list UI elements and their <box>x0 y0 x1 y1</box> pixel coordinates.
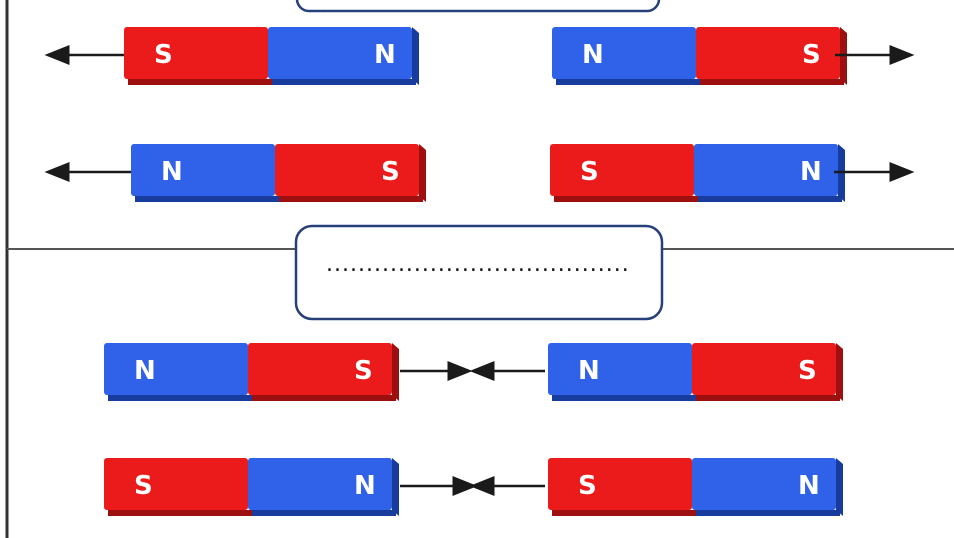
pole-s-segment <box>275 144 419 196</box>
pole-n-shadow <box>135 196 279 202</box>
pole-n-label: N <box>798 471 820 501</box>
pole-s-shadow <box>700 79 844 85</box>
magnet-end-cap <box>836 458 843 516</box>
pole-s-shadow <box>554 196 698 202</box>
pole-s-label: S <box>578 471 597 501</box>
pole-s-label: S <box>134 471 153 501</box>
pole-s-segment <box>696 27 840 79</box>
pole-s-segment <box>548 458 692 510</box>
pole-s-label: S <box>354 356 373 386</box>
pole-s-segment <box>248 343 392 395</box>
pole-s-label: S <box>154 40 173 70</box>
pole-n-shadow <box>556 79 700 85</box>
magnet-end-cap <box>412 27 419 85</box>
pole-s-label: S <box>381 157 400 187</box>
magnet-end-cap <box>836 343 843 401</box>
middle-label-box[interactable] <box>294 224 664 321</box>
pole-n-shadow <box>698 196 842 202</box>
pole-n-shadow <box>108 395 252 401</box>
pole-n-shadow <box>272 79 416 85</box>
pole-s-shadow <box>696 395 840 401</box>
pole-s-shadow <box>552 510 696 516</box>
magnet-end-cap <box>392 458 399 516</box>
pole-s-segment <box>104 458 248 510</box>
pole-s-segment <box>124 27 268 79</box>
pole-n-segment <box>131 144 275 196</box>
pole-n-label: N <box>134 356 156 386</box>
pole-s-shadow <box>108 510 252 516</box>
pole-n-shadow <box>552 395 696 401</box>
pole-n-segment <box>694 144 838 196</box>
pole-n-shadow <box>696 510 840 516</box>
pole-s-segment <box>692 343 836 395</box>
pole-n-label: N <box>161 157 183 187</box>
pole-n-label: N <box>582 40 604 70</box>
pole-s-shadow <box>252 395 396 401</box>
pole-n-shadow <box>252 510 396 516</box>
magnet-end-cap <box>419 144 426 202</box>
pole-n-segment <box>692 458 836 510</box>
pole-s-label: S <box>798 356 817 386</box>
pole-n-segment <box>268 27 412 79</box>
pole-n-label: N <box>578 356 600 386</box>
pole-n-segment <box>248 458 392 510</box>
pole-n-label: N <box>800 157 822 187</box>
pole-s-shadow <box>279 196 423 202</box>
top-label-box[interactable] <box>295 0 661 13</box>
magnet-end-cap <box>392 343 399 401</box>
pole-s-segment <box>550 144 694 196</box>
pole-s-shadow <box>128 79 272 85</box>
pole-n-segment <box>104 343 248 395</box>
middle-label-text: ...................................... <box>326 252 630 277</box>
pole-n-segment <box>548 343 692 395</box>
pole-s-label: S <box>580 157 599 187</box>
pole-n-label: N <box>374 40 396 70</box>
pole-n-label: N <box>354 471 376 501</box>
pole-s-label: S <box>802 40 821 70</box>
pole-n-segment <box>552 27 696 79</box>
